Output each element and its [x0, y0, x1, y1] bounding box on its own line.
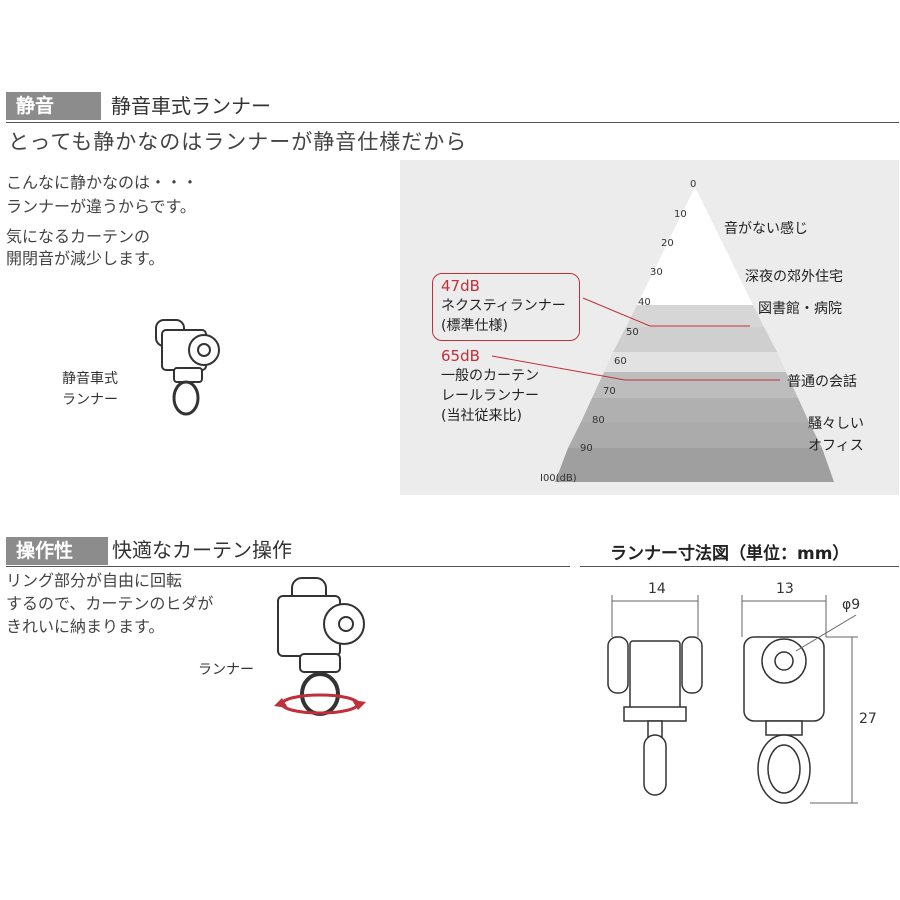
dim-diameter: φ9 — [842, 597, 861, 613]
desc-line-3: 気になるカーテンの — [6, 227, 151, 246]
silent-runner-label-1: 静音車式 — [62, 371, 118, 387]
desc-line-4: 開閉音が減少します。 — [6, 249, 165, 268]
tick-30: 30 — [650, 267, 663, 278]
callout-65db-text-2: レールランナー — [441, 388, 539, 404]
silent-runner-label-2: ランナー — [62, 392, 118, 408]
callout-47db-text-1: ネクスティランナー — [441, 298, 566, 314]
dimension-title: ランナー寸法図（単位：mm） — [610, 544, 850, 564]
tick-80: 80 — [592, 415, 605, 426]
level-label-conversation: 普通の会話 — [787, 374, 857, 390]
dim-front-width: 13 — [776, 581, 794, 597]
tick-0: 0 — [690, 179, 697, 190]
runner-label: ランナー — [198, 662, 254, 678]
level-label-library: 図書館・病院 — [758, 301, 842, 317]
op-desc-line-2: するので、カーテンのヒダが — [6, 594, 214, 613]
rotating-runner-illustration — [274, 577, 366, 716]
dimension-divider — [580, 566, 899, 567]
op-desc-line-3: きれいに納まります。 — [6, 617, 165, 636]
section-divider — [6, 122, 899, 123]
tick-70: 70 — [603, 386, 616, 397]
callout-47db-value: 47dB — [441, 277, 480, 295]
tick-20: 20 — [661, 238, 674, 249]
desc-line-2: ランナーが違うからです。 — [6, 197, 196, 216]
callout-65db-value: 65dB — [441, 347, 480, 365]
noise-pyramid — [491, 187, 834, 482]
dim-side-width: 14 — [648, 581, 666, 597]
level-label-office-1: 騒々しい — [808, 416, 864, 432]
callout-65db-text-1: 一般のカーテン — [441, 368, 539, 384]
section-title-silent: 静音車式ランナー — [111, 94, 271, 118]
level-label-office-2: オフィス — [808, 438, 864, 454]
callout-47db-text-2: (標準仕様) — [441, 318, 508, 334]
tick-10: 10 — [674, 209, 687, 220]
dimension-drawing — [607, 595, 858, 804]
level-label-silent: 音がない感じ — [724, 221, 808, 237]
callout-65db-text-3: (当社従来比) — [441, 408, 522, 424]
section-title-operability: 快適なカーテン操作 — [112, 538, 292, 562]
section2-divider — [6, 566, 570, 567]
desc-line-1: こんなに静かなのは・・・ — [6, 173, 199, 192]
callout-47db-box — [432, 273, 580, 341]
level-label-night-suburb: 深夜の郊外住宅 — [745, 269, 843, 285]
dim-height: 27 — [859, 711, 877, 727]
tick-40: 40 — [638, 297, 651, 308]
section-tag-operability: 操作性 — [6, 537, 108, 565]
section-subtitle: とっても静かなのはランナーが静音仕様だから — [8, 130, 468, 154]
tick-50: 50 — [626, 327, 639, 338]
tick-60: 60 — [614, 356, 627, 367]
tick-90: 90 — [580, 443, 593, 454]
tick-100: I00(dB) — [540, 473, 577, 484]
section-tag-silent: 静音 — [6, 92, 101, 120]
silent-runner-illustration — [155, 319, 220, 416]
op-desc-line-1: リング部分が自由に回転 — [6, 571, 183, 590]
